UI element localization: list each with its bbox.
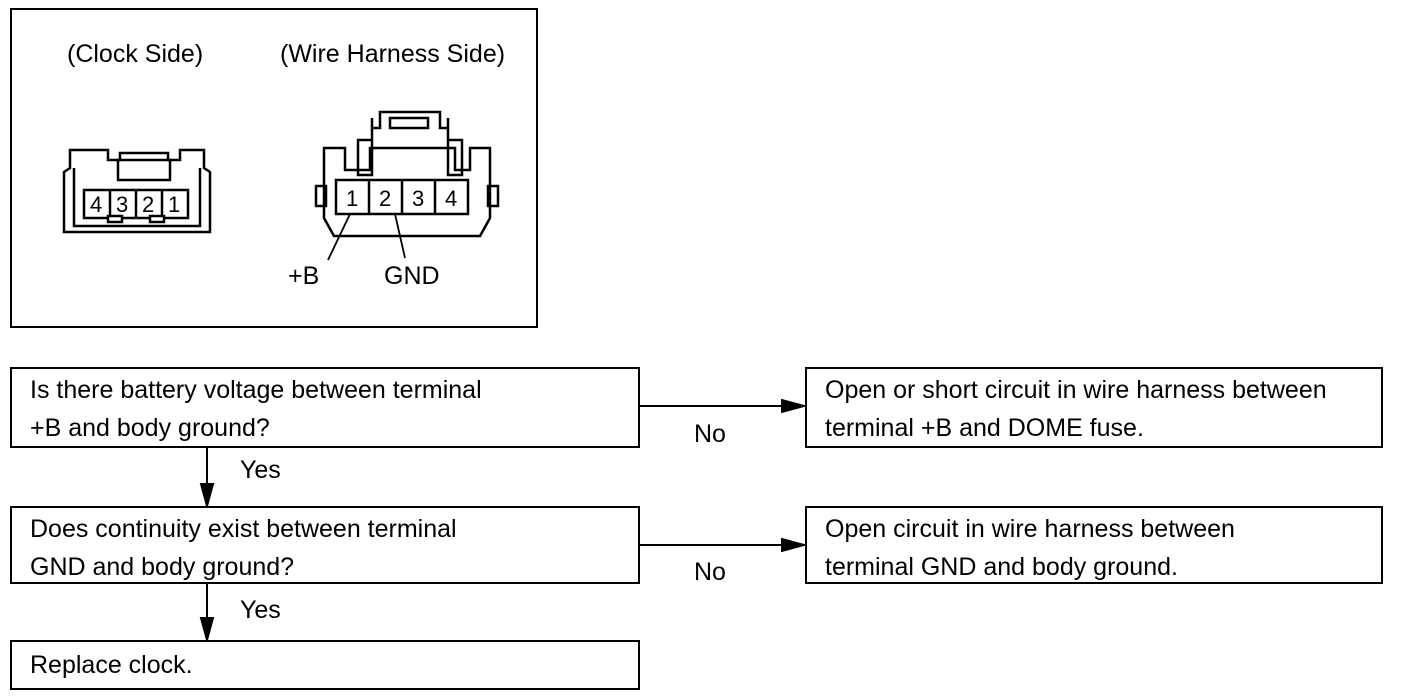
result1-line2: terminal +B and DOME fuse. [825, 414, 1144, 442]
yes-label-2: Yes [240, 596, 281, 624]
step-battery-voltage-check: Is there battery voltage between termina… [10, 367, 640, 448]
clock-pin-3: 3 [116, 192, 128, 217]
step1-line2: +B and body ground? [30, 414, 270, 442]
result-open-short-dome-fuse: Open or short circuit in wire harness be… [805, 367, 1383, 448]
yes-label-1: Yes [240, 456, 281, 484]
harness-pin-1: 1 [346, 186, 358, 211]
clock-pin-1: 1 [168, 192, 180, 217]
step3-line1: Replace clock. [30, 651, 193, 679]
harness-pin-4: 4 [445, 186, 457, 211]
clock-pin-4: 4 [90, 192, 102, 217]
result2-line2: terminal GND and body ground. [825, 553, 1178, 581]
result2-line1: Open circuit in wire harness between [825, 515, 1235, 543]
terminal-gnd-label: GND [384, 262, 440, 290]
terminal-b-label: +B [288, 262, 320, 290]
no-label-2: No [694, 558, 726, 586]
harness-side-connector [314, 110, 500, 261]
step-continuity-check: Does continuity exist between terminal G… [10, 506, 640, 584]
harness-side-label: (Wire Harness Side) [280, 40, 506, 68]
result-open-circuit-ground: Open circuit in wire harness between ter… [805, 506, 1383, 584]
step-replace-clock: Replace clock. [10, 640, 640, 690]
connector-diagram-panel [10, 8, 538, 328]
step2-line1: Does continuity exist between terminal [30, 515, 457, 543]
clock-pin-2: 2 [142, 192, 154, 217]
step1-line1: Is there battery voltage between termina… [30, 376, 482, 404]
no-label-1: No [694, 420, 726, 448]
step2-line2: GND and body ground? [30, 553, 295, 581]
harness-pin-3: 3 [412, 186, 424, 211]
flow-arrows [199, 398, 808, 644]
result1-line1: Open or short circuit in wire harness be… [825, 376, 1327, 404]
clock-side-label: (Clock Side) [67, 40, 204, 68]
harness-pin-2: 2 [379, 186, 391, 211]
clock-side-connector [62, 148, 212, 234]
